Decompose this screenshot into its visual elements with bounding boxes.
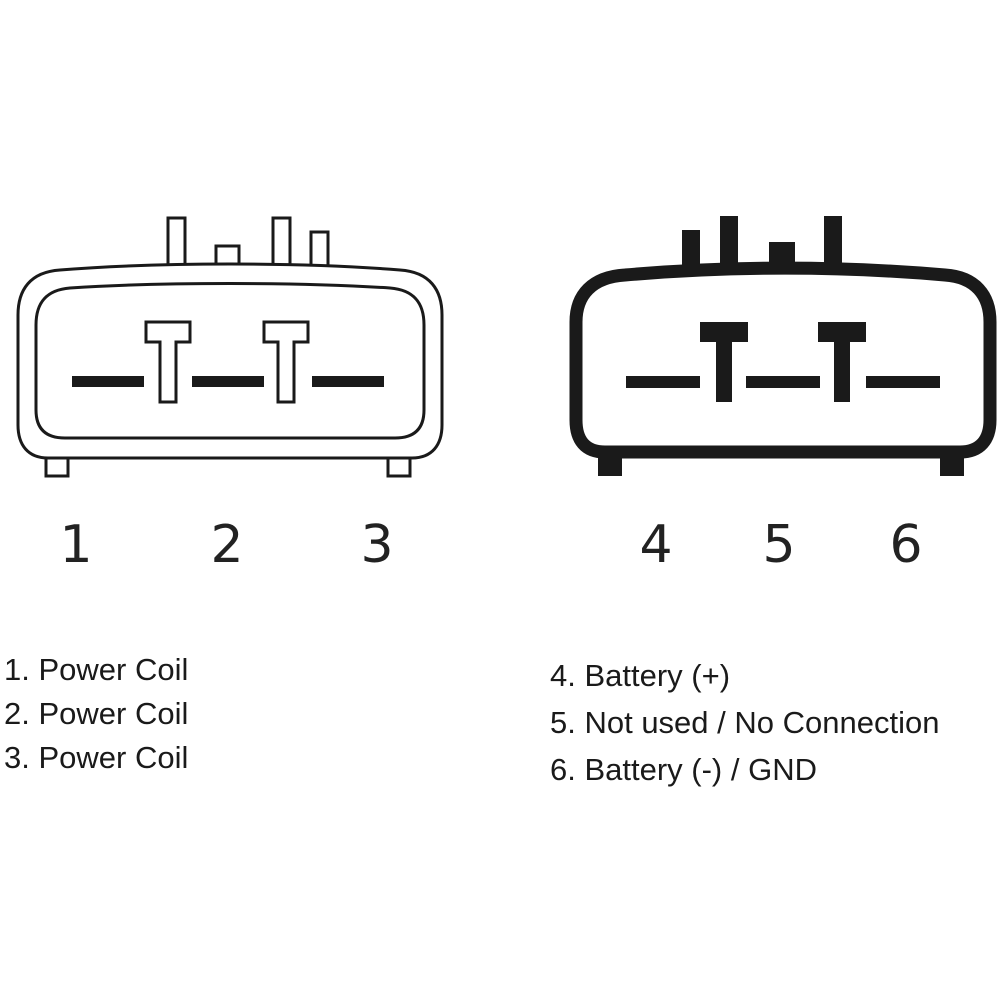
pin-legend-right: 4. Battery (+) 5. Not used / No Connecti…	[550, 652, 939, 793]
connector-tab	[271, 216, 292, 272]
pin-number-5: 5	[762, 515, 796, 575]
keyway-bar	[866, 376, 940, 388]
connector-solid-diagram	[569, 216, 997, 476]
connector-housing-inner	[34, 282, 426, 440]
keyway-bar	[626, 376, 700, 388]
legend-item: 5. Not used / No Connection	[550, 705, 940, 740]
pin-number-6: 6	[889, 515, 923, 575]
legend-item: 2. Power Coil	[4, 696, 189, 731]
connector-outline-diagram	[16, 216, 444, 478]
legend-item: 4. Battery (+)	[550, 658, 731, 693]
connector-tab	[682, 230, 700, 272]
pin-number-1: 1	[59, 515, 93, 575]
keyway-bar	[312, 376, 384, 387]
legend-item: 6. Battery (-) / GND	[550, 752, 817, 787]
connector-housing	[569, 261, 997, 459]
legend-item: 1. Power Coil	[4, 652, 189, 687]
connector-tab	[824, 216, 842, 272]
legend-item: 3. Power Coil	[4, 740, 189, 775]
keyway-bar	[192, 376, 264, 387]
t-key-solid	[700, 322, 748, 402]
pin-number-3: 3	[360, 515, 394, 575]
pin-number-2: 2	[210, 515, 244, 575]
keyway-bar	[72, 376, 144, 387]
pin-number-4: 4	[639, 515, 673, 575]
connector-tab	[166, 216, 187, 272]
connector-tab	[720, 216, 738, 272]
t-key-outline	[144, 320, 192, 404]
keyway-bar	[746, 376, 820, 388]
t-key-outline	[262, 320, 310, 404]
t-key-solid	[818, 322, 866, 402]
pin-legend-left: 1. Power Coil 2. Power Coil 3. Power Coi…	[4, 648, 188, 780]
